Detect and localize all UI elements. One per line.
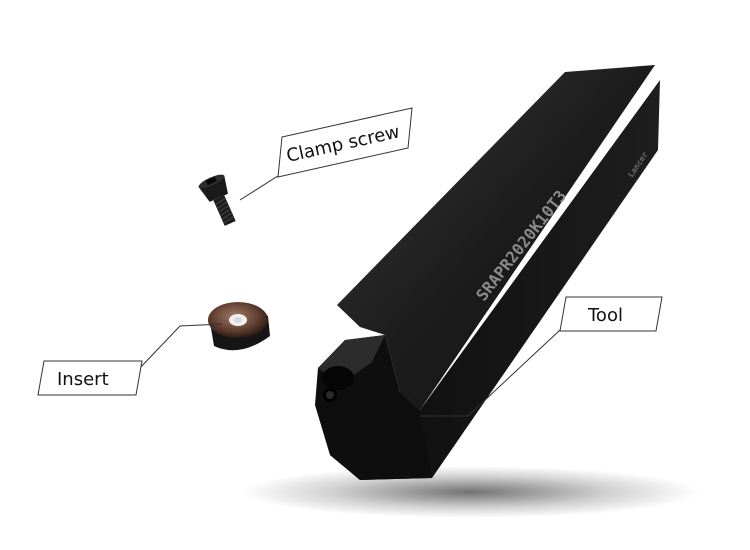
insert-pocket xyxy=(322,366,354,390)
screw-head xyxy=(198,175,228,202)
screw-hole-rim xyxy=(326,391,334,399)
label-tool: Tool xyxy=(559,296,663,332)
clamp-screw xyxy=(198,174,236,226)
tool-leader xyxy=(420,329,561,417)
insert-leader xyxy=(137,323,223,371)
screw-slot xyxy=(205,176,217,186)
insert xyxy=(208,302,270,351)
label-insert: Insert xyxy=(37,360,143,396)
insert-center-hole-inner xyxy=(234,317,242,323)
insert-label: Insert xyxy=(57,369,109,390)
label-clamp-screw: Clamp screw xyxy=(277,107,413,178)
screw-shank xyxy=(213,195,236,226)
clamp-screw-label-box xyxy=(277,107,413,178)
insert-label-box xyxy=(37,360,143,396)
tool-holder: SRAPR2020K10T3 Lancer xyxy=(315,65,660,480)
tool-top-face xyxy=(337,65,655,410)
screw-threads xyxy=(214,197,235,224)
floor-shadow xyxy=(240,466,700,518)
tool-label-box xyxy=(559,296,663,332)
tool-label: Tool xyxy=(587,305,623,326)
